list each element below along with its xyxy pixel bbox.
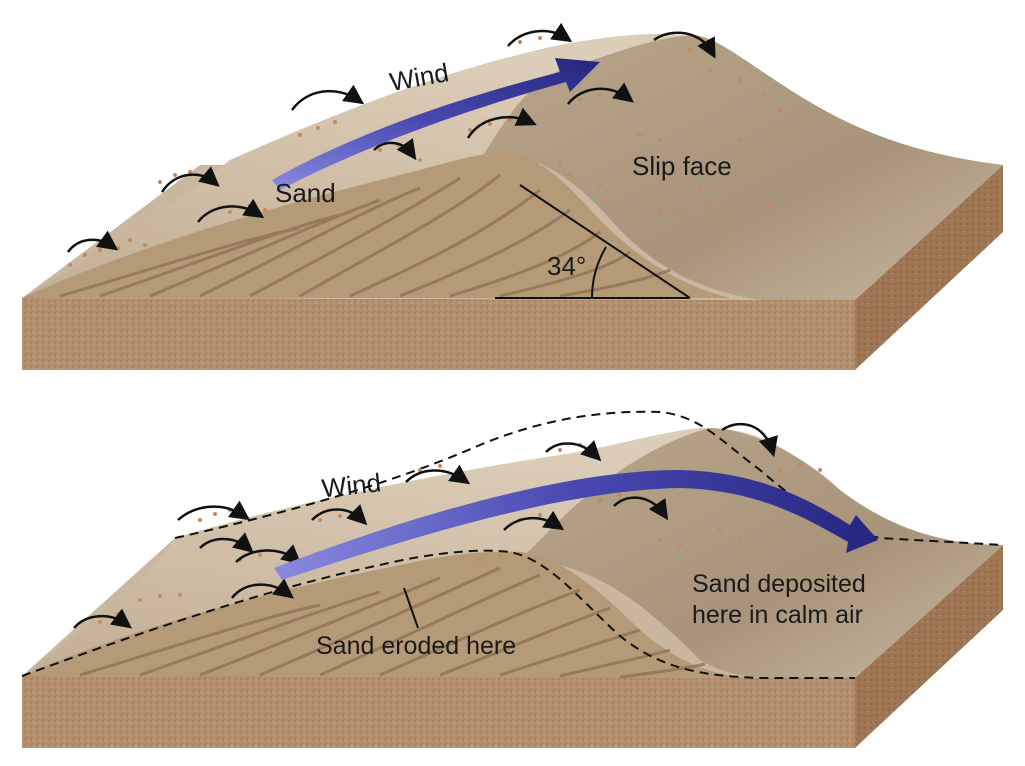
sand-label: Sand [275,178,336,208]
cross-bedding-lines [59,173,671,298]
airflow-arrows [73,422,778,629]
airflow-arrow [231,578,294,599]
airflow-arrow [290,84,365,111]
airflow-arrow [545,440,602,462]
dune-cross-section [22,551,750,678]
airflow-arrow [466,107,537,139]
angle-indicator [495,184,691,299]
airflow-arrow [197,198,265,223]
slip-face-label: Slip face [632,151,732,181]
sand-deposited-label-line2: here in calm air [692,601,863,629]
block-front-face [22,676,855,748]
block-side-face [855,165,1003,370]
block-side-face [855,545,1003,748]
wind-label: Wind [320,467,382,503]
eroded-leader-line [403,587,419,629]
airflow-arrow [66,230,119,253]
airflow-arrow [653,31,716,59]
dune-slip-face [480,35,1003,300]
airflow-arrow [235,544,302,565]
airflow-arrow [177,500,251,521]
airflow-arrow [311,504,368,526]
airflow-arrow [503,510,565,531]
airflow-arrow [73,608,133,629]
airflow-arrow [507,22,573,47]
airflow-arrow [160,166,220,193]
airflow-arrow [373,138,417,161]
wind-arrow [272,58,600,190]
cross-bedding-lines [79,566,706,679]
airflow-arrow [613,496,669,521]
block-front-face [22,298,855,370]
sand-eroded-label: Sand eroded here [316,632,516,660]
airflow-arrow [721,422,778,458]
panel-top: Wind Sand Slip face 34° [22,22,1003,370]
sand-deposited-label-line1: Sand deposited [692,570,866,598]
wind-arrow [274,470,878,580]
dune-lee-slope [520,428,1003,678]
airflow-arrows [66,22,716,253]
airflow-arrow [405,464,471,485]
angle-label: 34° [547,251,586,281]
airflow-arrow [567,82,634,105]
panel-bottom: Wind Sand eroded here Sand deposited her… [21,410,1004,748]
airflow-arrow [199,532,254,553]
